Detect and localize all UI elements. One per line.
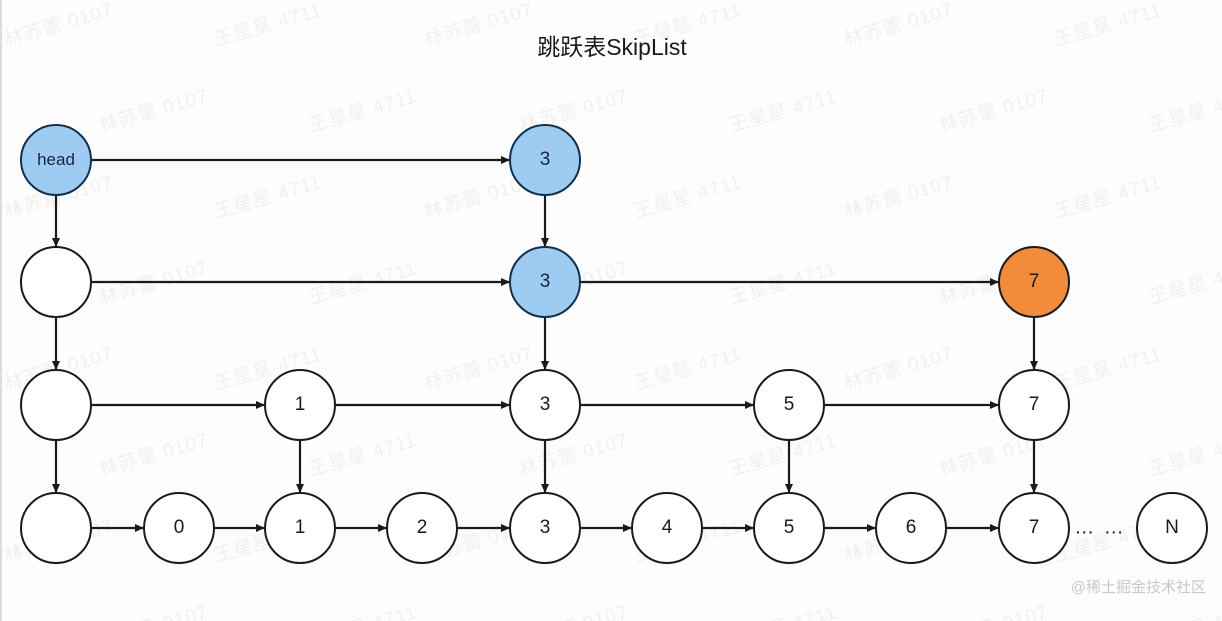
watermark-text: 林苏蕾 0107 (96, 85, 211, 138)
vertical-pointer-edges (52, 196, 1038, 493)
skiplist-node[interactable]: 6 (875, 492, 947, 564)
skiplist-node[interactable]: 1 (264, 492, 336, 564)
page-title: 跳跃表SkipList (537, 34, 687, 60)
watermark-text: 王星星 4711 (1146, 258, 1222, 309)
credit-watermark: @稀土掘金技术社区 (1070, 579, 1206, 596)
watermark-text: 林苏蕾 0107 (95, 597, 211, 621)
skiplist-node[interactable]: 3 (509, 492, 581, 564)
watermark-text: 王星星 4711 (631, 172, 745, 223)
watermark-text: 王星星 4711 (1145, 597, 1222, 621)
horizontal-pointer-edges (92, 156, 999, 532)
watermark-text: 林苏蕾 0107 (96, 429, 211, 482)
skiplist-node[interactable] (20, 369, 92, 441)
skiplist-node[interactable]: 4 (631, 492, 703, 564)
skiplist-node[interactable]: 7 (998, 492, 1070, 564)
watermark-text: 王星星 4711 (306, 86, 420, 137)
watermark-text: 林苏蕾 0107 (515, 597, 631, 621)
skiplist-node[interactable]: 3 (509, 124, 581, 196)
skiplist-node[interactable]: head (20, 124, 92, 196)
watermark-text: 王星星 4711 (1146, 430, 1222, 481)
watermark-text: 王星星 4711 (1146, 86, 1222, 137)
watermark-text: 王星星 4711 (306, 258, 420, 309)
skiplist-node[interactable] (20, 492, 92, 564)
watermark-text: 王星星 4711 (631, 344, 745, 395)
skiplist-node[interactable]: 3 (509, 369, 581, 441)
watermark-text: 王星星 4711 (1051, 172, 1165, 223)
watermark-text: 王星星 4711 (725, 597, 840, 621)
watermark-text: 林苏蕾 0107 (935, 597, 1051, 621)
skiplist-node[interactable] (20, 246, 92, 318)
skiplist-node[interactable]: 5 (753, 369, 825, 441)
skiplist-node[interactable]: 5 (753, 492, 825, 564)
skiplist-node[interactable]: 7 (998, 246, 1070, 318)
watermark-text: 王星星 4711 (211, 172, 325, 223)
watermark-text: 王星星 4711 (1051, 344, 1165, 395)
skiplist-node[interactable]: N (1136, 492, 1208, 564)
watermark-text: 林苏蕾 0107 (841, 343, 956, 396)
skiplist-node[interactable]: 7 (998, 369, 1070, 441)
skiplist-node[interactable]: 3 (509, 246, 581, 318)
watermark-text: 林苏蕾 0107 (96, 257, 211, 310)
watermark-text: 王星星 4711 (726, 86, 840, 137)
watermark-text: 王星星 4711 (726, 258, 840, 309)
watermark-text: 林苏蕾 0107 (936, 85, 1051, 138)
watermark-text: 王星星 4711 (306, 430, 420, 481)
skiplist-node[interactable]: 0 (143, 492, 215, 564)
skiplist-node[interactable]: 2 (386, 492, 458, 564)
watermark-text: 林苏蕾 0107 (841, 171, 956, 224)
watermark-text: 王星星 4711 (305, 597, 420, 621)
ellipsis-marker: … … (1074, 516, 1126, 539)
skiplist-node[interactable]: 1 (264, 369, 336, 441)
